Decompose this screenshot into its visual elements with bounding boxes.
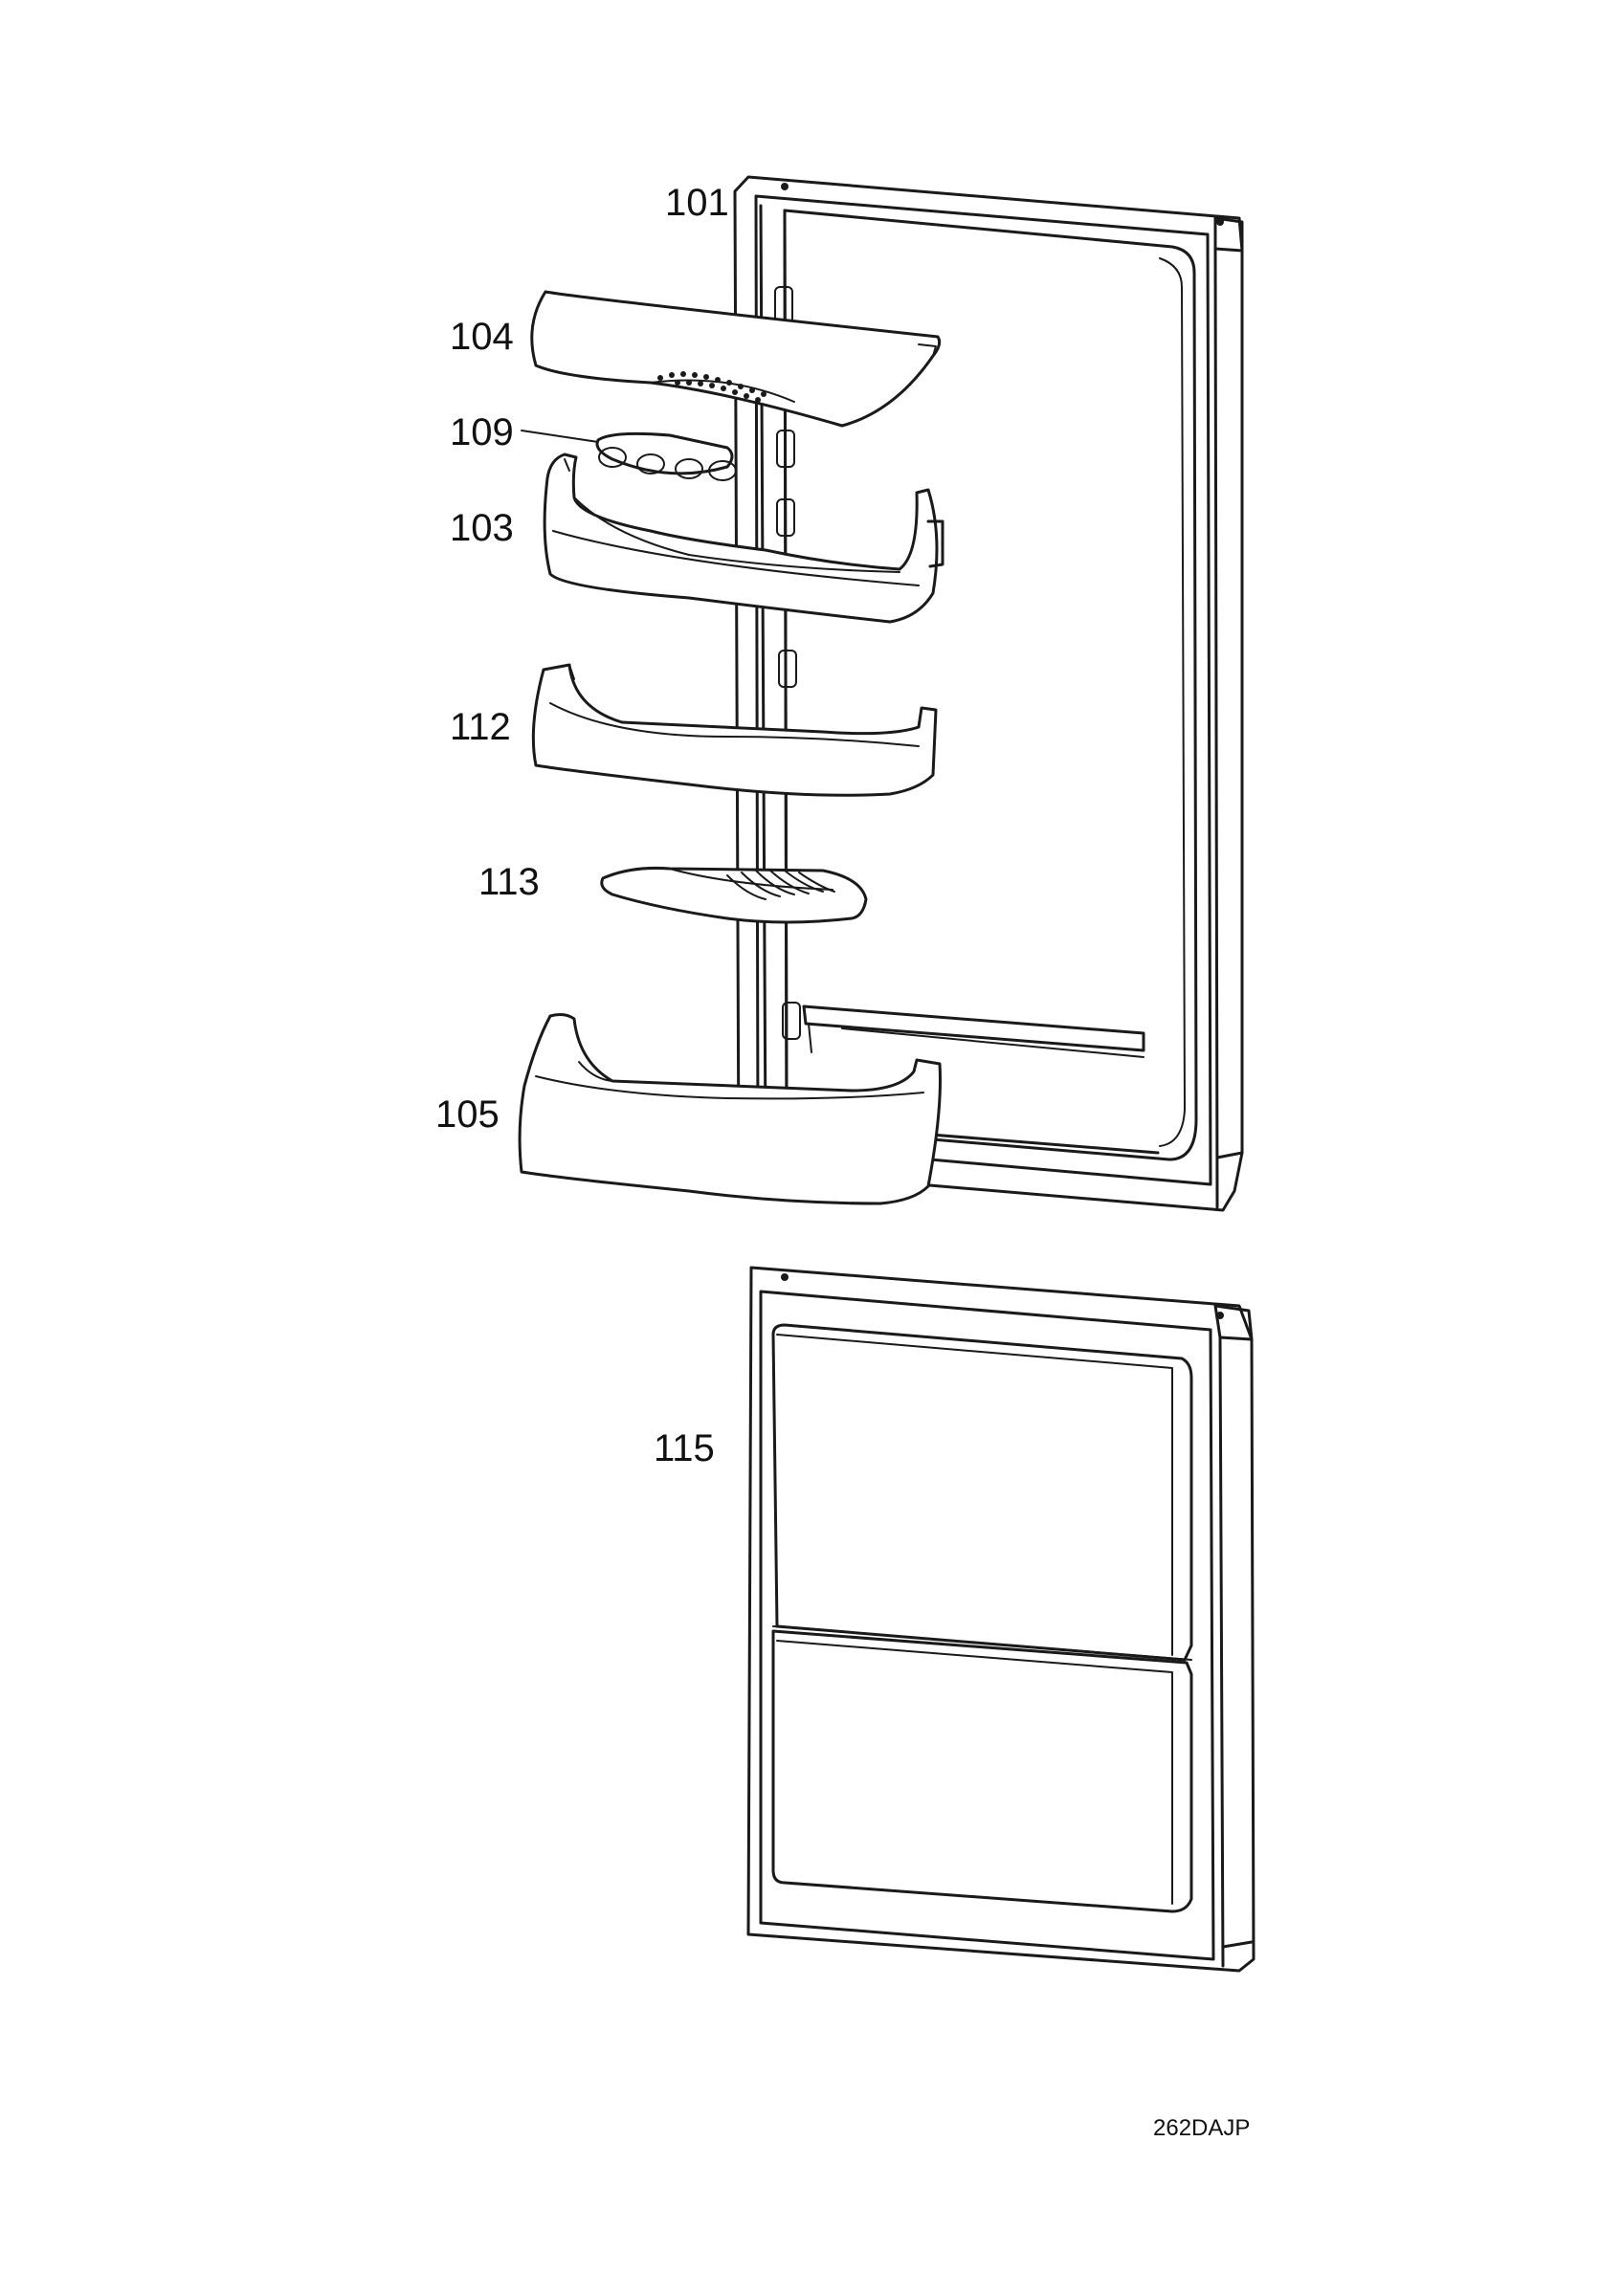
label-112: 112 [450,706,511,748]
lower-door [746,1266,1255,1973]
cover-dot-pattern [657,371,767,403]
label-101: 101 [665,182,729,224]
bottom-shelf [518,1013,942,1205]
label-113: 113 [478,861,540,903]
upper-shelf [543,453,944,624]
middle-shelf [531,663,938,797]
label-115: 115 [654,1427,715,1469]
upper-door [733,175,1244,1212]
label-103: 103 [450,507,514,549]
label-104: 104 [450,316,514,358]
bottle-rack [600,866,868,924]
egg-tray [521,430,737,481]
label-105: 105 [435,1093,500,1136]
drawing-code: 262DAJP [1153,2115,1250,2141]
label-109: 109 [450,411,514,453]
dairy-cover [530,290,942,428]
